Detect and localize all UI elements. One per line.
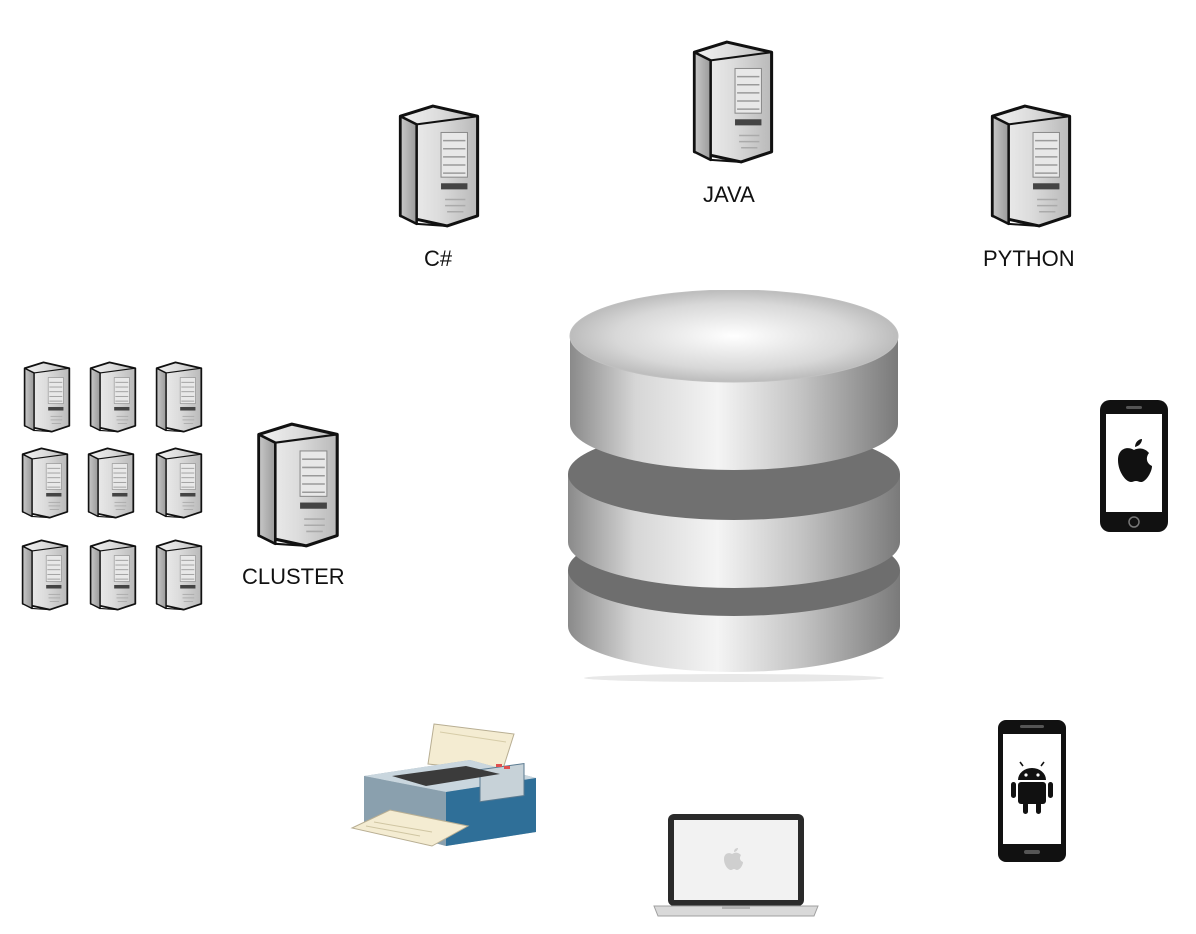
server-icon [154,446,204,520]
server-icon [20,446,70,520]
server-icon [88,360,138,434]
server-icon [22,360,72,434]
server-icon [154,360,204,434]
server-icon [396,102,482,230]
android-phone [996,718,1068,864]
server-icon [154,538,204,612]
printer-icon [350,723,536,847]
printer [350,720,542,850]
iphone [1098,398,1170,534]
server-icon [254,420,342,550]
server-icon [988,102,1074,230]
database-icon [568,290,900,682]
server-cluster-label: CLUSTER [242,564,345,589]
server-java-label: JAVA [703,182,755,207]
server-cluster [254,420,342,550]
apple-phone-icon [1100,400,1168,532]
server-csharp [396,102,482,230]
cluster-grid [20,358,210,612]
server-icon [690,38,776,166]
laptop [652,812,820,922]
android-phone-icon [998,720,1066,862]
server-python [988,102,1074,230]
database [554,290,914,682]
server-icon [20,538,70,612]
server-icon [88,538,138,612]
server-icon [86,446,136,520]
laptop-icon [653,814,819,917]
server-java [690,38,776,166]
server-python-label: PYTHON [983,246,1075,271]
server-csharp-label: C# [424,246,453,271]
